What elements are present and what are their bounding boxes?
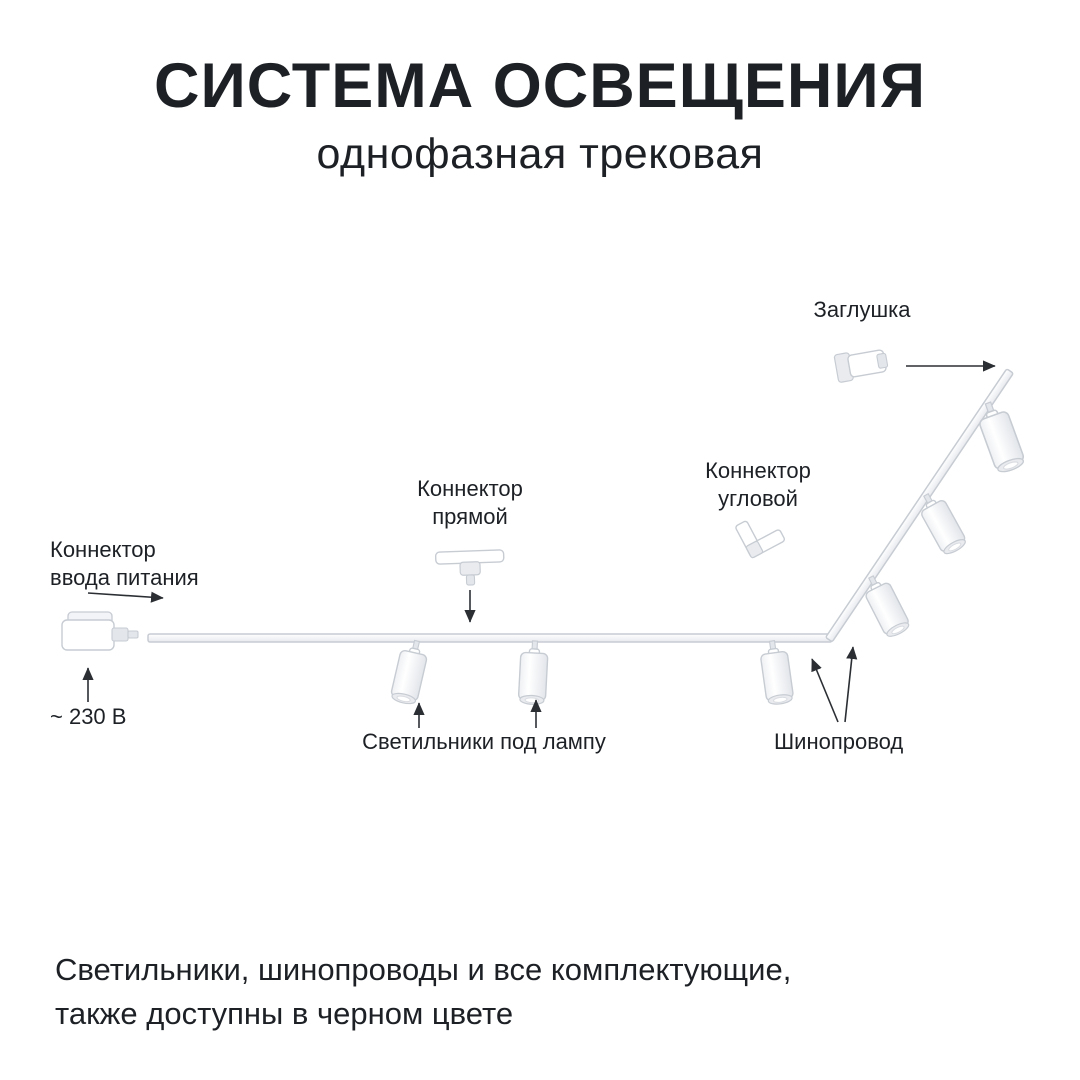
label-corner-connector: Коннектор угловой xyxy=(705,458,811,511)
arrow-track-1 xyxy=(811,658,839,723)
page-title: СИСТЕМА ОСВЕЩЕНИЯ xyxy=(154,51,926,121)
arrow-track-2 xyxy=(844,646,858,723)
spotlight-1 xyxy=(388,637,431,707)
label-voltage: ~ 230 В xyxy=(50,704,127,729)
page-subtitle: однофазная трековая xyxy=(316,130,764,178)
power-input-connector xyxy=(61,611,139,651)
spotlight-2 xyxy=(517,639,550,706)
label-straight-connector: Коннектор прямой xyxy=(417,476,523,529)
track-angled xyxy=(825,368,1014,642)
footer-note: Светильники, шинопроводы и все комплекту… xyxy=(55,952,792,1032)
spotlight-3 xyxy=(757,638,795,707)
label-track: Шинопровод xyxy=(774,729,904,754)
label-lamps: Светильники под лампу xyxy=(362,729,606,754)
end-cap-part xyxy=(833,349,889,383)
straight-connector xyxy=(434,549,505,586)
page-header: СИСТЕМА ОСВЕЩЕНИЯ однофазная трековая xyxy=(0,0,1080,179)
arrow-power-connector xyxy=(87,591,164,603)
label-power-input-connector: Коннектор ввода питания xyxy=(50,537,199,590)
label-end-cap: Заглушка xyxy=(813,297,911,322)
track-horizontal xyxy=(147,633,833,643)
annotation-arrows xyxy=(82,360,996,728)
corner-connector xyxy=(735,520,786,559)
